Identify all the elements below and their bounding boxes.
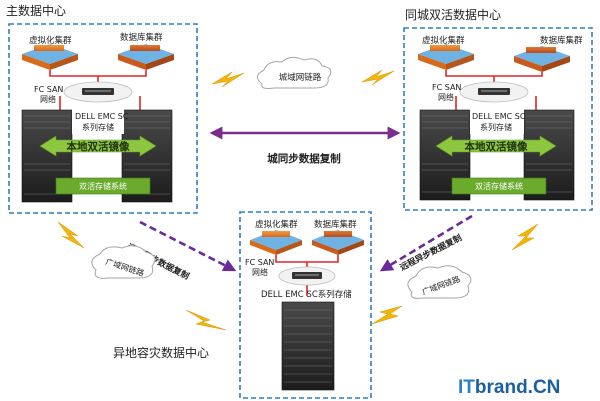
virtualization-cluster-icon — [250, 230, 302, 255]
lightning-icon — [511, 223, 539, 251]
lightning-icon — [371, 305, 403, 325]
primary-center-title: 主数据中心 — [6, 3, 66, 18]
database-cluster-icon — [514, 46, 570, 72]
primary-mirror-label: 本地双活镜像 — [67, 140, 130, 153]
wan-right-cloud-icon — [407, 265, 472, 299]
database-cluster-icon — [312, 230, 364, 255]
remote-datacenter: 异地容灾数据中心 虚拟化集群 数据库集群 FC SAN 网络 DELL EMC … — [113, 211, 372, 399]
same-city-san-line1: FC SAN — [432, 83, 461, 92]
remote-rack-units — [284, 309, 332, 383]
remote-fc-san-cloud-icon — [278, 266, 336, 286]
remote-storage-label: DELL EMC SC系列存储 — [261, 289, 352, 300]
virtualization-cluster-icon — [22, 44, 78, 70]
primary-active-active-label: 双活存储系统 — [79, 181, 127, 191]
remote-san-line1: FC SAN — [245, 258, 274, 267]
same-city-database-label: 数据库集群 — [540, 35, 583, 46]
lightning-icon — [211, 71, 245, 88]
primary-storage-label-bg — [72, 108, 124, 134]
remote-rack — [281, 301, 335, 391]
same-city-storage-line2: 系列存储 — [480, 122, 512, 132]
lightning-icon — [185, 309, 227, 331]
same-city-storage-line1: DELL EMC SC — [472, 112, 526, 121]
same-city-virtualization-label: 虚拟化集群 — [422, 35, 465, 46]
remote-database-label: 数据库集群 — [314, 219, 357, 230]
primary-storage-line2: 系列存储 — [82, 122, 114, 132]
watermark-rest: brand.CN — [474, 377, 561, 398]
sync-replication-label: 城同步数据复制 — [267, 152, 341, 165]
primary-mirror-arrow — [39, 135, 157, 157]
primary-datacenter: 主数据中心 虚拟化集群 数据库集群 FC SAN 网络 — [6, 3, 198, 214]
virtualization-cluster-icon — [418, 44, 474, 70]
remote-center-border — [239, 211, 372, 399]
same-city-center-title: 同城双活数据中心 — [405, 7, 501, 22]
metro-link: 城域网链路 — [211, 56, 395, 89]
metro-link-cloud-icon — [257, 56, 332, 89]
sync-replication: 城同步数据复制 — [209, 126, 401, 165]
wan-left-cloud-icon — [91, 245, 156, 279]
same-city-fc-san-cloud-icon — [459, 81, 529, 103]
primary-cluster-links — [49, 70, 147, 110]
primary-virtualization-label: 虚拟化集群 — [29, 35, 72, 46]
same-city-active-active-label: 双活存储系统 — [475, 181, 523, 191]
primary-center-border — [8, 23, 198, 214]
same-city-active-active-bar — [451, 177, 547, 195]
right-async-replication: 远程异步数据复制 广域网链路 — [371, 214, 539, 325]
primary-fc-san-cloud-icon — [63, 81, 133, 103]
async-replication-right-arrow — [379, 214, 473, 272]
same-city-mirror-arrow — [435, 135, 557, 157]
watermark-it: IT — [458, 377, 475, 398]
async-replication-left-arrow — [139, 220, 237, 272]
remote-center-title: 异地容灾数据中心 — [113, 345, 209, 360]
itbrand-watermark: ITbrand.CN — [458, 377, 598, 399]
lightning-icon — [57, 221, 85, 249]
same-city-storage-label-bg — [470, 108, 524, 134]
primary-active-active-bar — [55, 177, 151, 195]
same-city-san-line2: 网络 — [438, 92, 454, 102]
same-city-mirror-label: 本地双活镜像 — [465, 140, 528, 153]
same-city-center-border — [403, 27, 593, 211]
same-city-datacenter: 同城双活数据中心 虚拟化集群 数据库集群 FC SAN 网络 — [403, 7, 593, 211]
remote-virtualization-label: 虚拟化集群 — [255, 219, 298, 230]
lightning-icon — [361, 69, 395, 86]
primary-storage-line1: DELL EMC SC — [75, 112, 129, 121]
remote-san-line2: 网络 — [252, 267, 268, 277]
primary-database-label: 数据库集群 — [120, 32, 163, 43]
left-async-replication: 远程异步数据复制 广域网链路 — [57, 220, 237, 331]
primary-left-rack — [21, 109, 73, 203]
same-city-cluster-links — [445, 70, 543, 110]
metro-link-label: 城域网链路 — [279, 72, 322, 83]
primary-san-line2: 网络 — [40, 94, 56, 104]
primary-san-line1: FC SAN — [34, 85, 63, 94]
database-cluster-icon — [118, 44, 174, 70]
